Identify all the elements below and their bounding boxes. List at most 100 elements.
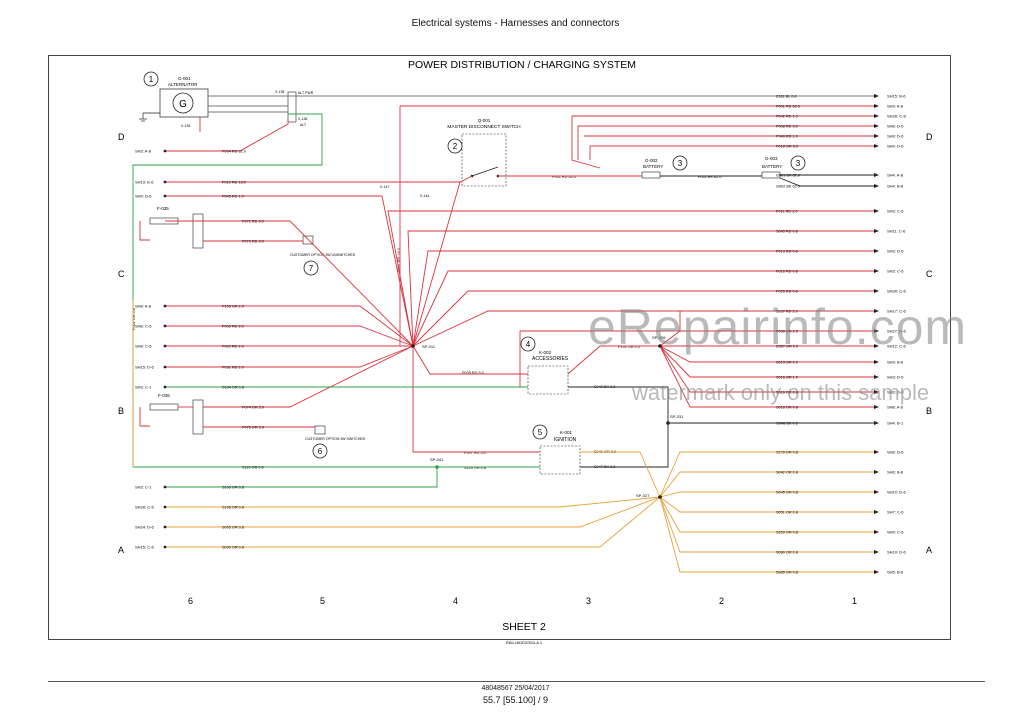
right-ref-label: SH4: B-1	[887, 421, 904, 426]
col-number-2: 2	[719, 596, 724, 606]
right-feed-from-splice	[412, 290, 874, 347]
left-ref-label: SH3: A-6	[135, 149, 152, 154]
p043-to-splice	[381, 195, 414, 347]
right-ref-label: SH8: A-6	[887, 405, 904, 410]
relay-k001-label: IGNITION	[554, 437, 577, 443]
relay-k002-label: ACCESSORIES	[532, 356, 569, 362]
arrow-icon	[874, 375, 879, 379]
relay-ignition: 5 K-001 IGNITION	[532, 424, 581, 475]
connector-pin	[163, 149, 167, 153]
alt-ground-green	[132, 113, 323, 467]
p101-wire	[567, 345, 660, 375]
arrow-icon	[874, 229, 879, 233]
generator-letter: G	[179, 99, 187, 110]
right-ref-label: SH30: C-6	[887, 289, 906, 294]
battery-2-id: G-003	[765, 156, 778, 161]
left-ref-row: P074 OR 3.0	[242, 406, 264, 410]
right-wire-label: Z132 BL 0.8	[776, 95, 797, 99]
row-letter-c-left: C	[118, 269, 125, 279]
right-ref-label: SH10: D-6	[887, 490, 906, 495]
battery-2-label: BATTERY	[762, 164, 782, 169]
col-number-4: 4	[453, 596, 458, 606]
left-ref-label: SH28: C-6	[135, 505, 154, 510]
left-ref-label: SH15: C-6	[135, 545, 154, 550]
right-wire-label: Z02P OR 2.0	[776, 345, 798, 349]
sp027-fan	[659, 471, 874, 498]
footer-divider	[48, 681, 985, 682]
wire-network	[132, 95, 874, 573]
right-wire-label: S237 RD 2.0	[776, 310, 798, 314]
row-letter-c-right: C	[926, 269, 933, 279]
battery-g002: G-002 BATTERY 3	[641, 155, 688, 179]
callout-3a: 3	[678, 159, 683, 168]
left-feed-to-splice	[165, 305, 414, 347]
arrow-icon	[874, 124, 879, 128]
callout-7: 7	[309, 264, 314, 273]
left-ref-label: SH24: D-6	[135, 525, 154, 530]
sp026-up	[659, 311, 681, 347]
right-wire-label: P011 RD 1.0	[776, 210, 797, 214]
left-wire-label: P074 OR 3.0	[242, 406, 264, 410]
right-ref-label: SH11: C-6	[887, 229, 906, 234]
left-wire-label: P105 OR 2.0	[222, 305, 244, 309]
page-header: Electrical systems - Harnesses and conne…	[411, 18, 620, 29]
left-ref-label: SH3: C-1	[135, 385, 152, 390]
alternator-label: ALTERNATOR	[168, 82, 198, 87]
left-orange-feed	[165, 496, 661, 548]
arrow-icon	[874, 289, 879, 293]
callout-3b: 3	[796, 159, 801, 168]
splice-sp026: SP-026	[652, 335, 666, 340]
sp027-fan	[659, 496, 874, 553]
left-wire-label: S110 OR 0.8	[242, 466, 264, 470]
diagram-frame	[48, 55, 951, 640]
p072-to-splice	[165, 220, 414, 347]
p007-wire	[412, 346, 540, 453]
callout-5: 5	[538, 428, 543, 437]
arrow-icon	[874, 390, 879, 394]
arrow-icon	[874, 249, 879, 253]
sp027-fan	[659, 496, 874, 513]
footer-page-ref: 55.7 [55.100] / 9	[482, 695, 549, 705]
right-feed-from-splice	[412, 270, 874, 347]
arrow-icon	[874, 184, 879, 188]
left-wire-label: P010 RD 13.0	[222, 181, 246, 185]
right-wire-label: P040 RD 1.0	[776, 135, 798, 139]
footer-doc-id: 48048567 25/04/2017	[481, 685, 550, 692]
callout-2: 2	[453, 142, 458, 151]
connector-pin	[163, 545, 167, 549]
fuse-f036: F-036	[149, 393, 204, 435]
arrow-icon	[874, 134, 879, 138]
col-number-5: 5	[320, 596, 325, 606]
sp026-fan	[659, 345, 874, 363]
right-ref-label: SH8: D-6	[887, 124, 904, 129]
left-wire-label: P043 RD 1.0	[222, 195, 244, 199]
row-letter-d-left: D	[118, 132, 125, 142]
right-ref-label: SH3: D-6	[887, 390, 904, 395]
callout-1: 1	[149, 75, 154, 84]
connector-x136: X-136	[298, 117, 307, 121]
wire-p001-vertical: P001 RD 16.0	[397, 248, 401, 272]
customer-option-7: CUSTOMER OPTION 3W UNSWITCHED 7	[290, 235, 356, 276]
left-wire-label: S104 OR 0.8	[222, 386, 244, 390]
arrow-icon	[874, 144, 879, 148]
right-ref-label: SH4: B-8	[887, 184, 904, 189]
callout-3b-circle	[790, 155, 806, 171]
right-wire-label: S085 OR 0.8	[776, 571, 798, 575]
arrow-icon	[874, 269, 879, 273]
right-ref-label: SH6: B-6	[887, 470, 904, 475]
left-ref-row: P073 RD 3.0	[242, 240, 264, 244]
right-ref-label: SH28: C-8	[887, 114, 906, 119]
relay-k001-id: K-001	[560, 430, 573, 435]
